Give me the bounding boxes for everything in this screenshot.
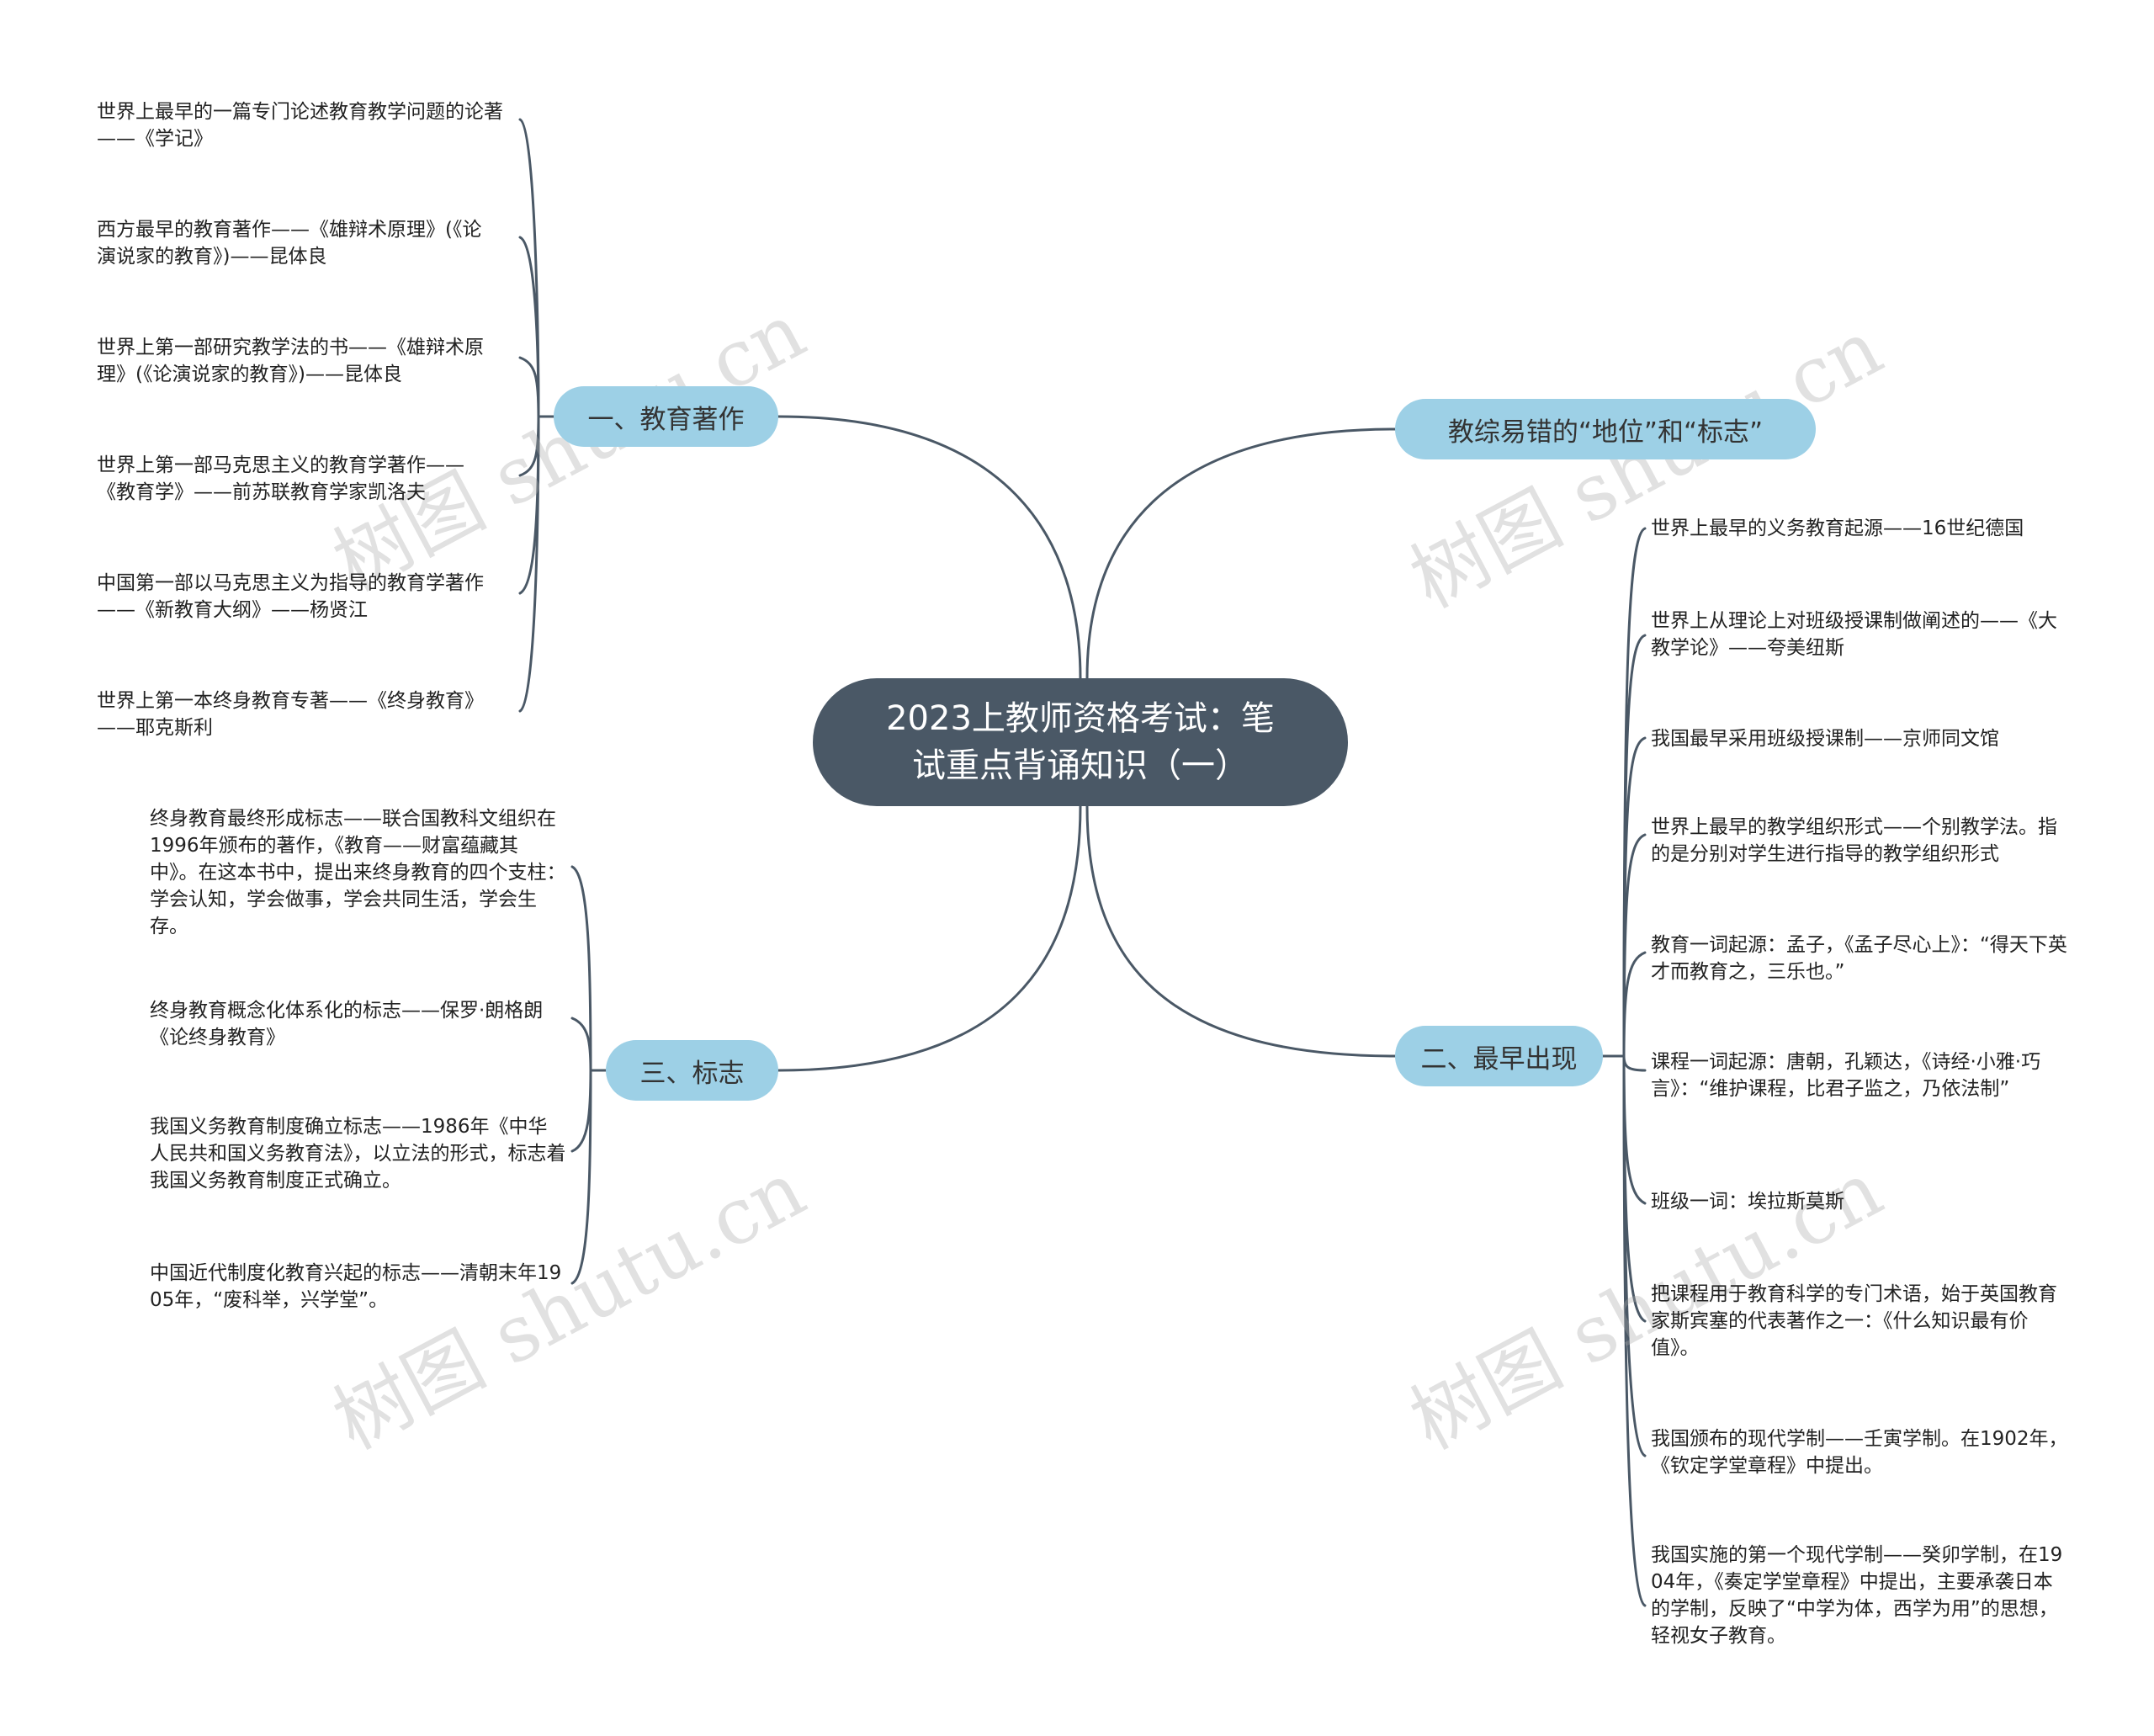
earliest-item[interactable]: 世界上最早的教学组织形式——个别教学法。指的是分别对学生进行指导的教学组织形式 [1651, 816, 2057, 865]
earliest-item[interactable]: 我国颁布的现代学制——壬寅学制。在1902年，《钦定学堂章程》中提出。 [1651, 1428, 2068, 1477]
works-item[interactable]: 世界上第一部马克思主义的教育学著作——《教育学》——前苏联教育学家凯洛夫 [97, 454, 464, 503]
topic-status[interactable]: 教综易错的“地位”和“标志” [1395, 399, 1816, 459]
earliest-item[interactable]: 世界上最早的义务教育起源——16世纪德国 [1651, 518, 2024, 539]
earliest-item[interactable]: 课程一词起源：唐朝，孔颖达，《诗经·小雅·巧言》：“维护课程，比君子监之，乃依法… [1651, 1051, 2041, 1100]
topic-earliest[interactable]: 二、最早出现 [1395, 1026, 1603, 1086]
works-item[interactable]: 中国第一部以马克思主义为指导的教育学著作——《新教育大纲》——杨贤江 [97, 572, 484, 621]
works-item[interactable]: 世界上第一本终身教育专著——《终身教育》——耶克斯利 [97, 690, 484, 739]
central-topic[interactable]: 2023上教师资格考试：笔试重点背诵知识（一） [813, 678, 1348, 806]
earliest-item[interactable]: 把课程用于教育科学的专门术语，始于英国教育家斯宾塞的代表著作之一：《什么知识最有… [1651, 1283, 2057, 1359]
marks-item[interactable]: 终身教育概念化体系化的标志——保罗·朗格朗《论终身教育》 [150, 1000, 544, 1049]
topic-works[interactable]: 一、教育著作 [554, 386, 778, 447]
earliest-item[interactable]: 世界上从理论上对班级授课制做阐述的——《大教学论》——夸美纽斯 [1651, 610, 2057, 659]
earliest-item[interactable]: 我国实施的第一个现代学制——癸卯学制，在1904年，《奏定学堂章程》中提出，主要… [1651, 1544, 2063, 1647]
topic-marks[interactable]: 三、标志 [606, 1040, 778, 1101]
works-item[interactable]: 西方最早的教育著作——《雄辩术原理》(《论演说家的教育》)——昆体良 [97, 219, 482, 268]
earliest-item[interactable]: 教育一词起源：孟子，《孟子尽心上》：“得天下英才而教育之，三乐也。” [1651, 934, 2067, 983]
works-item[interactable]: 世界上最早的一篇专门论述教育教学问题的论著——《学记》 [97, 101, 503, 150]
earliest-item[interactable]: 我国最早采用班级授课制——京师同文馆 [1651, 728, 1999, 750]
works-item[interactable]: 世界上第一部研究教学法的书——《雄辩术原理》(《论演说家的教育》)——昆体良 [97, 337, 484, 385]
earliest-item[interactable]: 班级一词：埃拉斯莫斯 [1651, 1191, 1844, 1213]
marks-item[interactable]: 终身教育最终形成标志——联合国教科文组织在1996年颁布的著作，《教育——财富蕴… [150, 808, 566, 937]
marks-item[interactable]: 我国义务教育制度确立标志——1986年《中华人民共和国义务教育法》，以立法的形式… [150, 1116, 566, 1192]
marks-item[interactable]: 中国近代制度化教育兴起的标志——清朝末年1905年，“废科举，兴学堂”。 [150, 1262, 562, 1311]
